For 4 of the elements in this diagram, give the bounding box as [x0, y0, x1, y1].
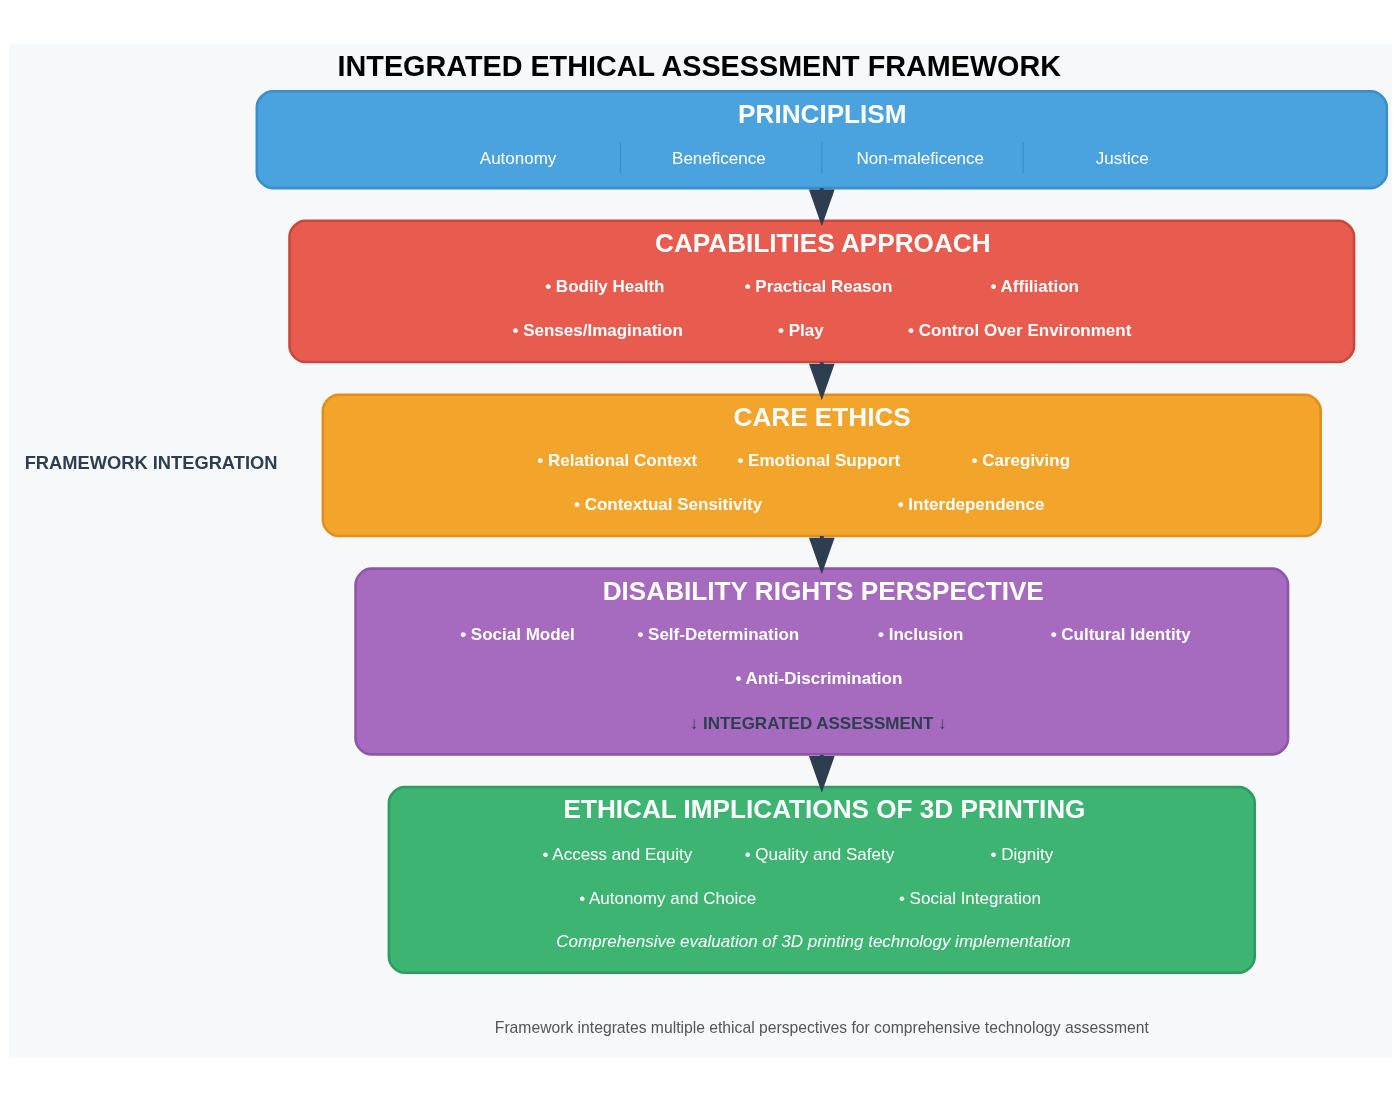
diagram-title: INTEGRATED ETHICAL ASSESSMENT FRAMEWORK: [337, 50, 1061, 83]
node-box: ETHICAL IMPLICATIONS OF 3D PRINTING • Access and Equity • Quality and Safety • Dignity • Autonomy and Choice • Social Integration Comprehensive evaluation of 3D printing technology implementation: [387, 785, 1256, 975]
caption: Framework integrates multiple ethical perspectives for comprehensive technology assessment: [494, 1019, 1149, 1037]
label: FRAMEWORK INTEGRATION: [24, 451, 277, 473]
